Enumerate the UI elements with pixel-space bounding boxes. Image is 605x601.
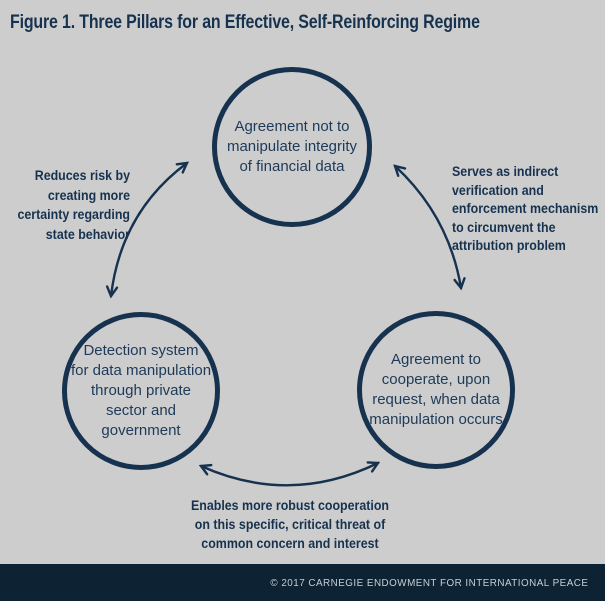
annotation-bottom: Enables more robust cooperation on this … <box>190 498 390 551</box>
footer-bar: © 2017 CARNEGIE ENDOWMENT FOR INTERNATIO… <box>0 564 605 601</box>
pillar-bottom-right-text: Agreement to cooperate, upon request, wh… <box>369 351 503 428</box>
pillar-circle-bottom-left: Detection system for data manipulation t… <box>62 312 220 470</box>
left-double-arrow-icon <box>105 161 189 299</box>
annotation-right: Serves as indirect verification and enfo… <box>452 164 599 253</box>
copyright-text: © 2017 CARNEGIE ENDOWMENT FOR INTERNATIO… <box>270 576 589 589</box>
pillar-top-text: Agreement not to manipulate integrity of… <box>226 118 358 175</box>
pillar-bottom-left-text: Detection system for data manipulation t… <box>70 342 212 439</box>
pillar-circle-bottom-right: Agreement to cooperate, upon request, wh… <box>357 311 515 469</box>
pillar-circle-top: Agreement not to manipulate integrity of… <box>212 67 372 227</box>
figure-title: Figure 1. Three Pillars for an Effective… <box>10 12 480 33</box>
annotation-left: Reduces risk by creating more certainty … <box>17 168 130 242</box>
right-double-arrow-icon <box>393 164 466 291</box>
bottom-double-arrow-icon <box>198 461 381 487</box>
